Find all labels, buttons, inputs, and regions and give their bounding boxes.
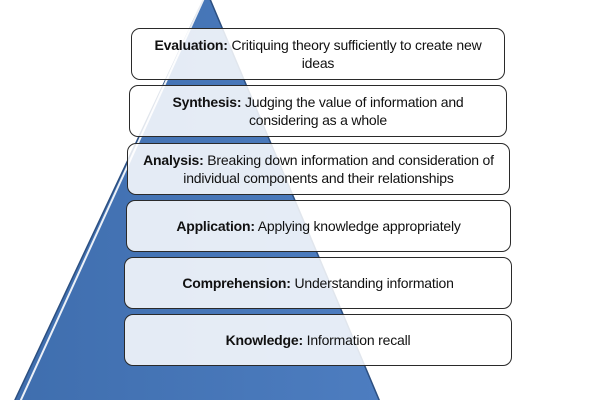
- level-description: Breaking down information and considerat…: [183, 152, 494, 186]
- level-comprehension: Comprehension: Understanding information: [124, 257, 512, 309]
- level-term: Synthesis:: [172, 94, 242, 110]
- level-description: Applying knowledge appropriately: [257, 218, 461, 234]
- level-term: Knowledge:: [225, 332, 304, 348]
- level-description: Judging the value of information and con…: [241, 94, 464, 128]
- level-evaluation: Evaluation: Critiquing theory sufficient…: [131, 28, 505, 80]
- level-knowledge: Knowledge: Information recall: [124, 314, 512, 366]
- level-application: Application: Applying knowledge appropri…: [126, 200, 511, 252]
- level-term: Comprehension:: [182, 275, 291, 291]
- level-synthesis: Synthesis: Judging the value of informat…: [129, 85, 507, 137]
- level-term: Evaluation:: [154, 37, 228, 53]
- level-analysis: Analysis: Breaking down information and …: [127, 143, 510, 195]
- level-term: Application:: [176, 218, 255, 234]
- level-description: Critiquing theory sufficiently to create…: [227, 37, 482, 71]
- level-term: Analysis:: [143, 152, 204, 168]
- level-description: Understanding information: [294, 275, 454, 291]
- level-description: Information recall: [302, 332, 411, 348]
